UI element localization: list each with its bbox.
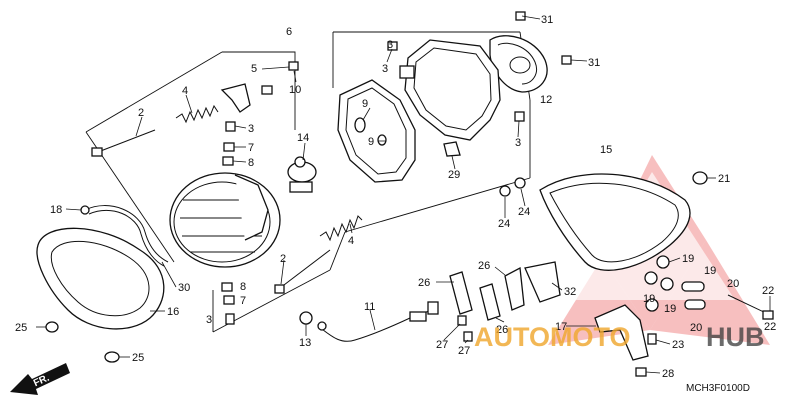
headlight-case xyxy=(399,39,501,141)
callout-20-right: 20 xyxy=(727,278,739,290)
sub-harness-11 xyxy=(317,301,439,342)
callout-20-bottom: 20 xyxy=(690,322,702,334)
callout-10: 10 xyxy=(289,84,301,96)
callout-25-left: 25 xyxy=(15,322,27,334)
callout-8-lower: 8 xyxy=(240,281,246,293)
callout-29: 29 xyxy=(448,169,460,181)
callout-2-lower: 2 xyxy=(280,253,286,265)
callout-7-upper: 7 xyxy=(248,142,254,154)
callout-13: 13 xyxy=(299,337,311,349)
callout-17: 17 xyxy=(555,321,567,333)
callout-16: 16 xyxy=(167,306,179,318)
callout-18: 18 xyxy=(50,204,62,216)
callout-9-lower: 9 xyxy=(368,136,374,148)
callout-30: 30 xyxy=(178,282,190,294)
callout-19-c: 19 xyxy=(643,293,655,305)
leader-lines xyxy=(36,15,771,374)
callout-31-right: 31 xyxy=(588,57,600,69)
callout-22-right: 22 xyxy=(762,285,774,297)
adjusting-screw-2-upper xyxy=(91,129,156,157)
callout-15: 15 xyxy=(600,144,612,156)
callout-labels: 31 3 12 31 6 5 10 2 4 3 7 8 9 9 3 14 29 … xyxy=(15,14,776,380)
callout-26-right: 26 xyxy=(478,260,490,272)
watermark-hub: HUB xyxy=(706,322,765,352)
callout-19-d: 19 xyxy=(664,303,676,315)
callout-4-upper: 4 xyxy=(182,85,188,97)
drawing-code: MCH3F0100D xyxy=(686,383,750,394)
callout-11: 11 xyxy=(364,301,375,313)
callout-21: 21 xyxy=(718,173,730,185)
callout-3-case: 3 xyxy=(382,63,388,75)
callout-24-left: 24 xyxy=(498,218,510,230)
callout-26-middle: 26 xyxy=(496,324,508,336)
callout-22-bottom: 22 xyxy=(764,321,776,333)
cover-hardware xyxy=(635,171,774,377)
wire-harness-stay-18 xyxy=(80,205,169,267)
headlight-cover-16 xyxy=(36,227,165,330)
callout-8-upper: 8 xyxy=(248,157,254,169)
callout-3-upper: 3 xyxy=(248,123,254,135)
callout-14: 14 xyxy=(297,132,309,144)
callout-19-b: 19 xyxy=(704,265,716,277)
callout-27-left: 27 xyxy=(436,339,448,351)
callout-26-left: 26 xyxy=(418,277,430,289)
adjusting-spring-4-lower xyxy=(319,215,363,242)
small-hardware xyxy=(45,11,572,363)
callout-24-right: 24 xyxy=(518,206,530,218)
adjusting-screw-2-lower xyxy=(274,249,331,294)
callout-3-frame: 3 xyxy=(515,137,521,149)
callout-3-lower: 3 xyxy=(206,314,212,326)
callout-25-bottom: 25 xyxy=(132,352,144,364)
headlight-mount-bracket xyxy=(220,61,299,113)
callout-32: 32 xyxy=(564,286,576,298)
headlight-unit xyxy=(169,172,281,268)
callout-3-bracket: 3 xyxy=(387,39,393,51)
callout-28: 28 xyxy=(662,368,674,380)
callout-9-upper: 9 xyxy=(362,98,368,110)
front-direction-arrow: FR. xyxy=(10,363,70,395)
callout-31-top: 31 xyxy=(541,14,553,26)
callout-5: 5 xyxy=(251,63,257,75)
headlight-frame-9 xyxy=(337,79,416,183)
watermark-text: AUTOMOTO HUB xyxy=(474,322,765,352)
callout-4-lower: 4 xyxy=(348,235,354,247)
callout-19-a: 19 xyxy=(682,253,694,265)
headlight-cover-15 xyxy=(539,173,691,271)
callout-12: 12 xyxy=(540,94,552,106)
mounting-brackets xyxy=(449,261,657,361)
watermark-automoto: AUTOMOTO xyxy=(474,322,631,352)
callout-2-upper: 2 xyxy=(138,107,144,119)
callout-6: 6 xyxy=(286,26,292,38)
callout-23: 23 xyxy=(672,339,684,351)
callout-27-right: 27 xyxy=(458,345,470,357)
headlight-bulb-14 xyxy=(287,156,317,193)
callout-7-lower: 7 xyxy=(240,295,246,307)
adjusting-spring-4-upper xyxy=(175,104,219,124)
